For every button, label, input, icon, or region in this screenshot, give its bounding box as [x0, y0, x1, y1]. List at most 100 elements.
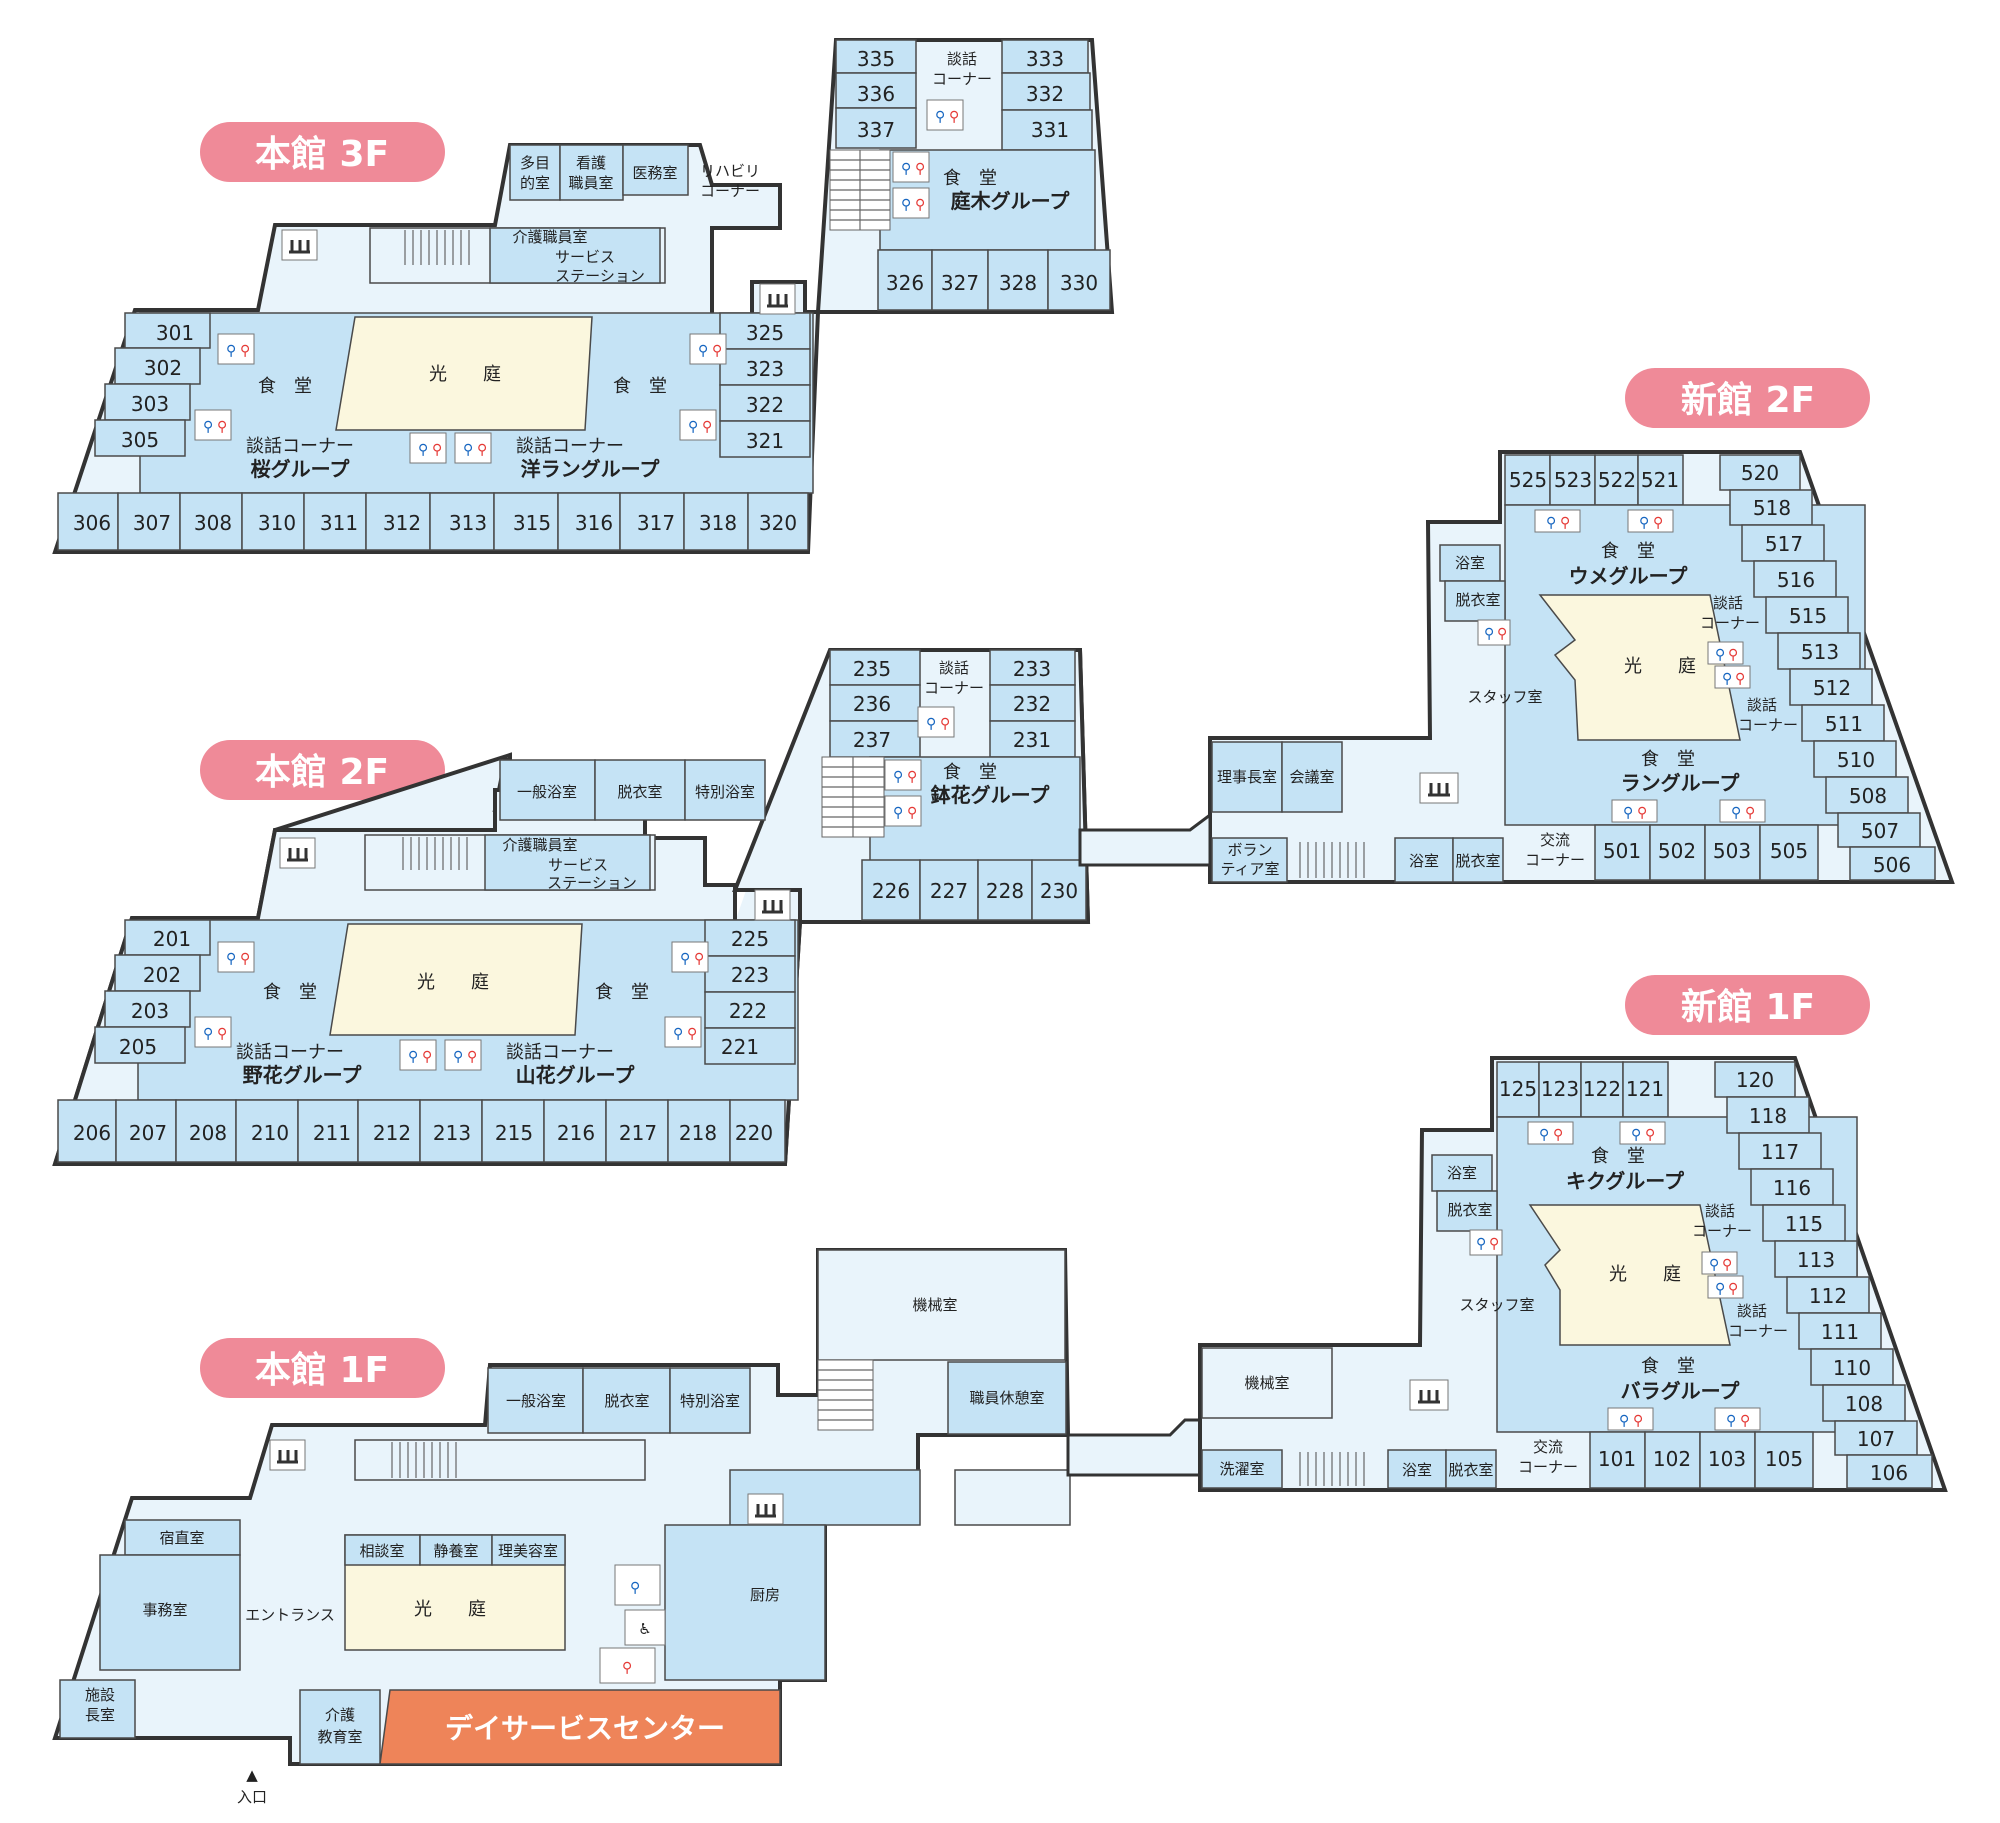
room[interactable] [989, 684, 1076, 722]
room[interactable] [1047, 249, 1111, 311]
room[interactable] [704, 991, 796, 1029]
room[interactable] [1211, 741, 1283, 813]
room[interactable] [1281, 741, 1343, 813]
room[interactable] [664, 1524, 826, 1681]
room[interactable] [1622, 1061, 1669, 1118]
room[interactable] [605, 1099, 669, 1163]
room[interactable] [1436, 1190, 1498, 1232]
room[interactable] [1699, 1431, 1756, 1489]
room[interactable] [297, 1099, 359, 1163]
room[interactable] [1201, 1347, 1333, 1419]
room[interactable] [719, 348, 811, 386]
room[interactable] [1834, 1420, 1918, 1456]
room[interactable] [1549, 454, 1596, 506]
room[interactable] [594, 759, 686, 821]
room[interactable] [1801, 704, 1885, 742]
room[interactable] [1846, 1454, 1933, 1489]
room[interactable] [429, 492, 495, 551]
room[interactable] [1001, 109, 1093, 151]
room[interactable] [835, 107, 917, 149]
room[interactable] [667, 1099, 731, 1163]
room[interactable] [829, 684, 921, 722]
room[interactable] [94, 419, 186, 457]
room[interactable] [509, 144, 561, 201]
room[interactable] [59, 1679, 136, 1739]
room[interactable] [493, 492, 559, 551]
room[interactable] [829, 649, 921, 686]
room[interactable] [104, 990, 191, 1028]
room[interactable] [931, 249, 989, 311]
room[interactable] [1444, 580, 1506, 622]
room[interactable] [487, 1367, 584, 1434]
room[interactable] [104, 383, 191, 421]
room[interactable] [1719, 454, 1801, 491]
room[interactable] [94, 1026, 186, 1064]
room[interactable] [1211, 837, 1288, 883]
room[interactable] [344, 1534, 421, 1566]
room[interactable] [989, 649, 1076, 686]
room[interactable] [1774, 1240, 1858, 1278]
room[interactable] [684, 759, 766, 821]
room[interactable] [1759, 824, 1819, 881]
room[interactable] [1754, 1431, 1814, 1489]
room[interactable] [299, 1689, 381, 1765]
room[interactable] [729, 1099, 786, 1163]
day-service-center[interactable] [379, 1689, 781, 1765]
room[interactable] [835, 72, 917, 109]
room[interactable] [543, 1099, 607, 1163]
room[interactable] [499, 759, 596, 821]
room[interactable] [481, 1099, 545, 1163]
room[interactable] [1431, 1154, 1493, 1192]
room[interactable] [977, 859, 1033, 921]
room[interactable] [1589, 1431, 1646, 1489]
room[interactable] [57, 492, 119, 551]
room[interactable] [491, 1534, 566, 1566]
room[interactable] [1001, 39, 1089, 74]
room[interactable] [303, 492, 367, 551]
room[interactable] [835, 39, 917, 74]
room[interactable] [1798, 1312, 1882, 1350]
room[interactable] [669, 1367, 751, 1434]
room[interactable] [115, 1099, 177, 1163]
room[interactable] [683, 492, 749, 551]
room[interactable] [1644, 1431, 1701, 1489]
room[interactable] [1753, 560, 1837, 598]
room[interactable] [1729, 489, 1813, 526]
room[interactable] [124, 1519, 241, 1556]
room[interactable] [861, 859, 921, 921]
room[interactable] [947, 1361, 1067, 1435]
room[interactable] [747, 492, 809, 551]
room[interactable] [1445, 1449, 1497, 1489]
room[interactable] [1594, 824, 1651, 881]
room[interactable] [1394, 837, 1454, 883]
room[interactable] [619, 492, 685, 551]
room[interactable] [114, 347, 201, 385]
room[interactable] [877, 249, 933, 311]
room[interactable] [1637, 454, 1684, 506]
room[interactable] [1765, 596, 1849, 634]
room[interactable] [559, 144, 624, 201]
room[interactable] [57, 1099, 117, 1163]
room[interactable] [1704, 824, 1761, 881]
room[interactable] [419, 1099, 483, 1163]
room[interactable] [1789, 668, 1873, 706]
room[interactable] [582, 1367, 671, 1434]
room[interactable] [179, 492, 243, 551]
room[interactable] [987, 249, 1049, 311]
room[interactable] [719, 420, 811, 458]
room[interactable] [365, 492, 431, 551]
room[interactable] [117, 492, 181, 551]
room[interactable] [1813, 740, 1897, 778]
room[interactable] [99, 1554, 241, 1671]
room[interactable] [829, 720, 921, 758]
room[interactable] [704, 955, 796, 993]
room[interactable] [1031, 859, 1087, 921]
room[interactable] [1849, 846, 1936, 881]
room[interactable] [1201, 1449, 1283, 1489]
room[interactable] [175, 1099, 237, 1163]
room[interactable] [1750, 1168, 1834, 1206]
room[interactable] [704, 1027, 796, 1065]
room[interactable] [1439, 544, 1501, 582]
room[interactable] [622, 144, 689, 196]
room[interactable] [357, 1099, 421, 1163]
